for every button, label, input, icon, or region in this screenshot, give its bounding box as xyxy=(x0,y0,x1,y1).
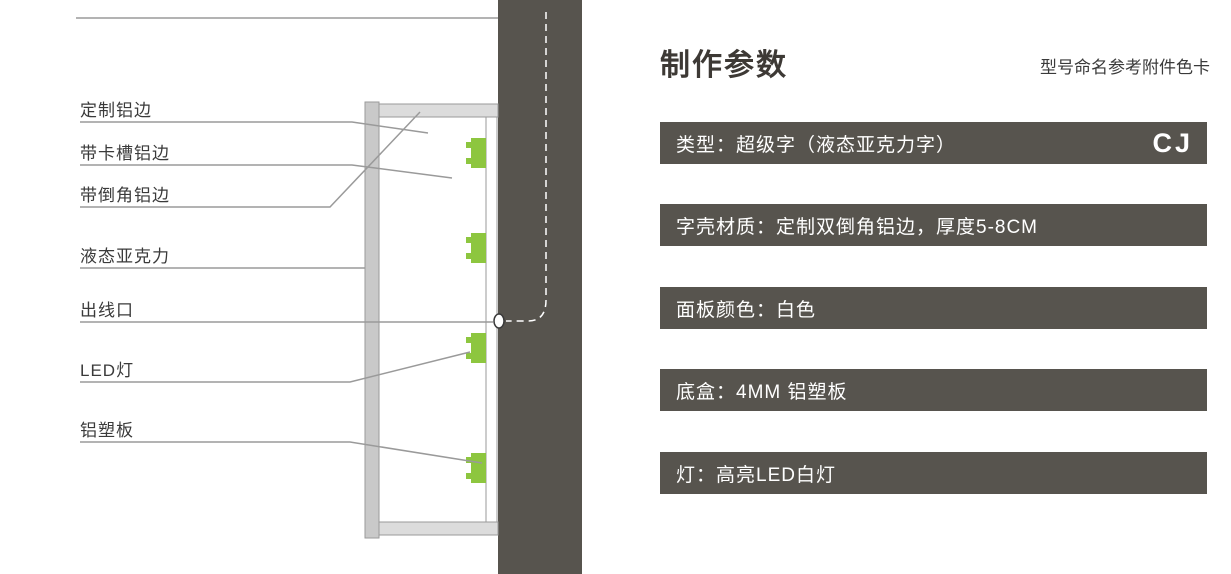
led-module xyxy=(466,138,486,168)
spec-label: 面板颜色：白色 xyxy=(676,299,817,321)
acrylic-face-panel xyxy=(364,101,380,539)
callout-line-slot-aluminum-edge xyxy=(80,164,453,179)
led-module xyxy=(466,333,486,363)
spec-bar-bottom-box: 底盒：4MM 铝塑板 xyxy=(660,369,1207,411)
label-liquid-acrylic: 液态亚克力 xyxy=(80,247,170,266)
callout-line-chamfer-aluminum-edge xyxy=(80,111,421,208)
page-title: 制作参数 xyxy=(660,49,788,82)
spec-model-code: CJ xyxy=(1152,127,1193,158)
led-module xyxy=(466,453,486,483)
wall-column xyxy=(498,0,582,574)
spec-label: 字壳材质：定制双倒角铝边，厚度5-8CM xyxy=(676,216,1039,238)
label-led-light: LED灯 xyxy=(80,361,135,380)
callout-line-acp xyxy=(80,441,483,464)
bottom-return-panel xyxy=(378,521,499,536)
label-chamfer-aluminum-edge: 带倒角铝边 xyxy=(80,186,170,205)
label-slot-aluminum-edge: 带卡槽铝边 xyxy=(80,144,170,163)
wire-outlet xyxy=(493,313,505,329)
spec-label: 底盒：4MM 铝塑板 xyxy=(676,381,848,403)
spec-label: 灯：高亮LED白灯 xyxy=(676,464,836,486)
spec-bar-lighting: 灯：高亮LED白灯 xyxy=(660,452,1207,494)
led-module xyxy=(466,233,486,263)
spec-bar-panel-color: 面板颜色：白色 xyxy=(660,287,1207,329)
spec-label: 类型：超级字（液态亚克力字） xyxy=(676,134,957,156)
top-return-panel xyxy=(378,103,499,118)
callout-line-led xyxy=(80,351,471,383)
label-custom-aluminum-edge: 定制铝边 xyxy=(80,101,152,120)
label-wire-outlet: 出线口 xyxy=(80,301,134,320)
label-acp-panel: 铝塑板 xyxy=(80,421,134,440)
spec-bar-type: 类型：超级字（液态亚克力字） CJ xyxy=(660,122,1207,164)
cross-section-diagram xyxy=(76,0,582,574)
dashed-wire-path xyxy=(506,12,547,322)
model-naming-note: 型号命名参考附件色卡 xyxy=(1040,58,1210,77)
spec-bar-shell-material: 字壳材质：定制双倒角铝边，厚度5-8CM xyxy=(660,204,1207,246)
